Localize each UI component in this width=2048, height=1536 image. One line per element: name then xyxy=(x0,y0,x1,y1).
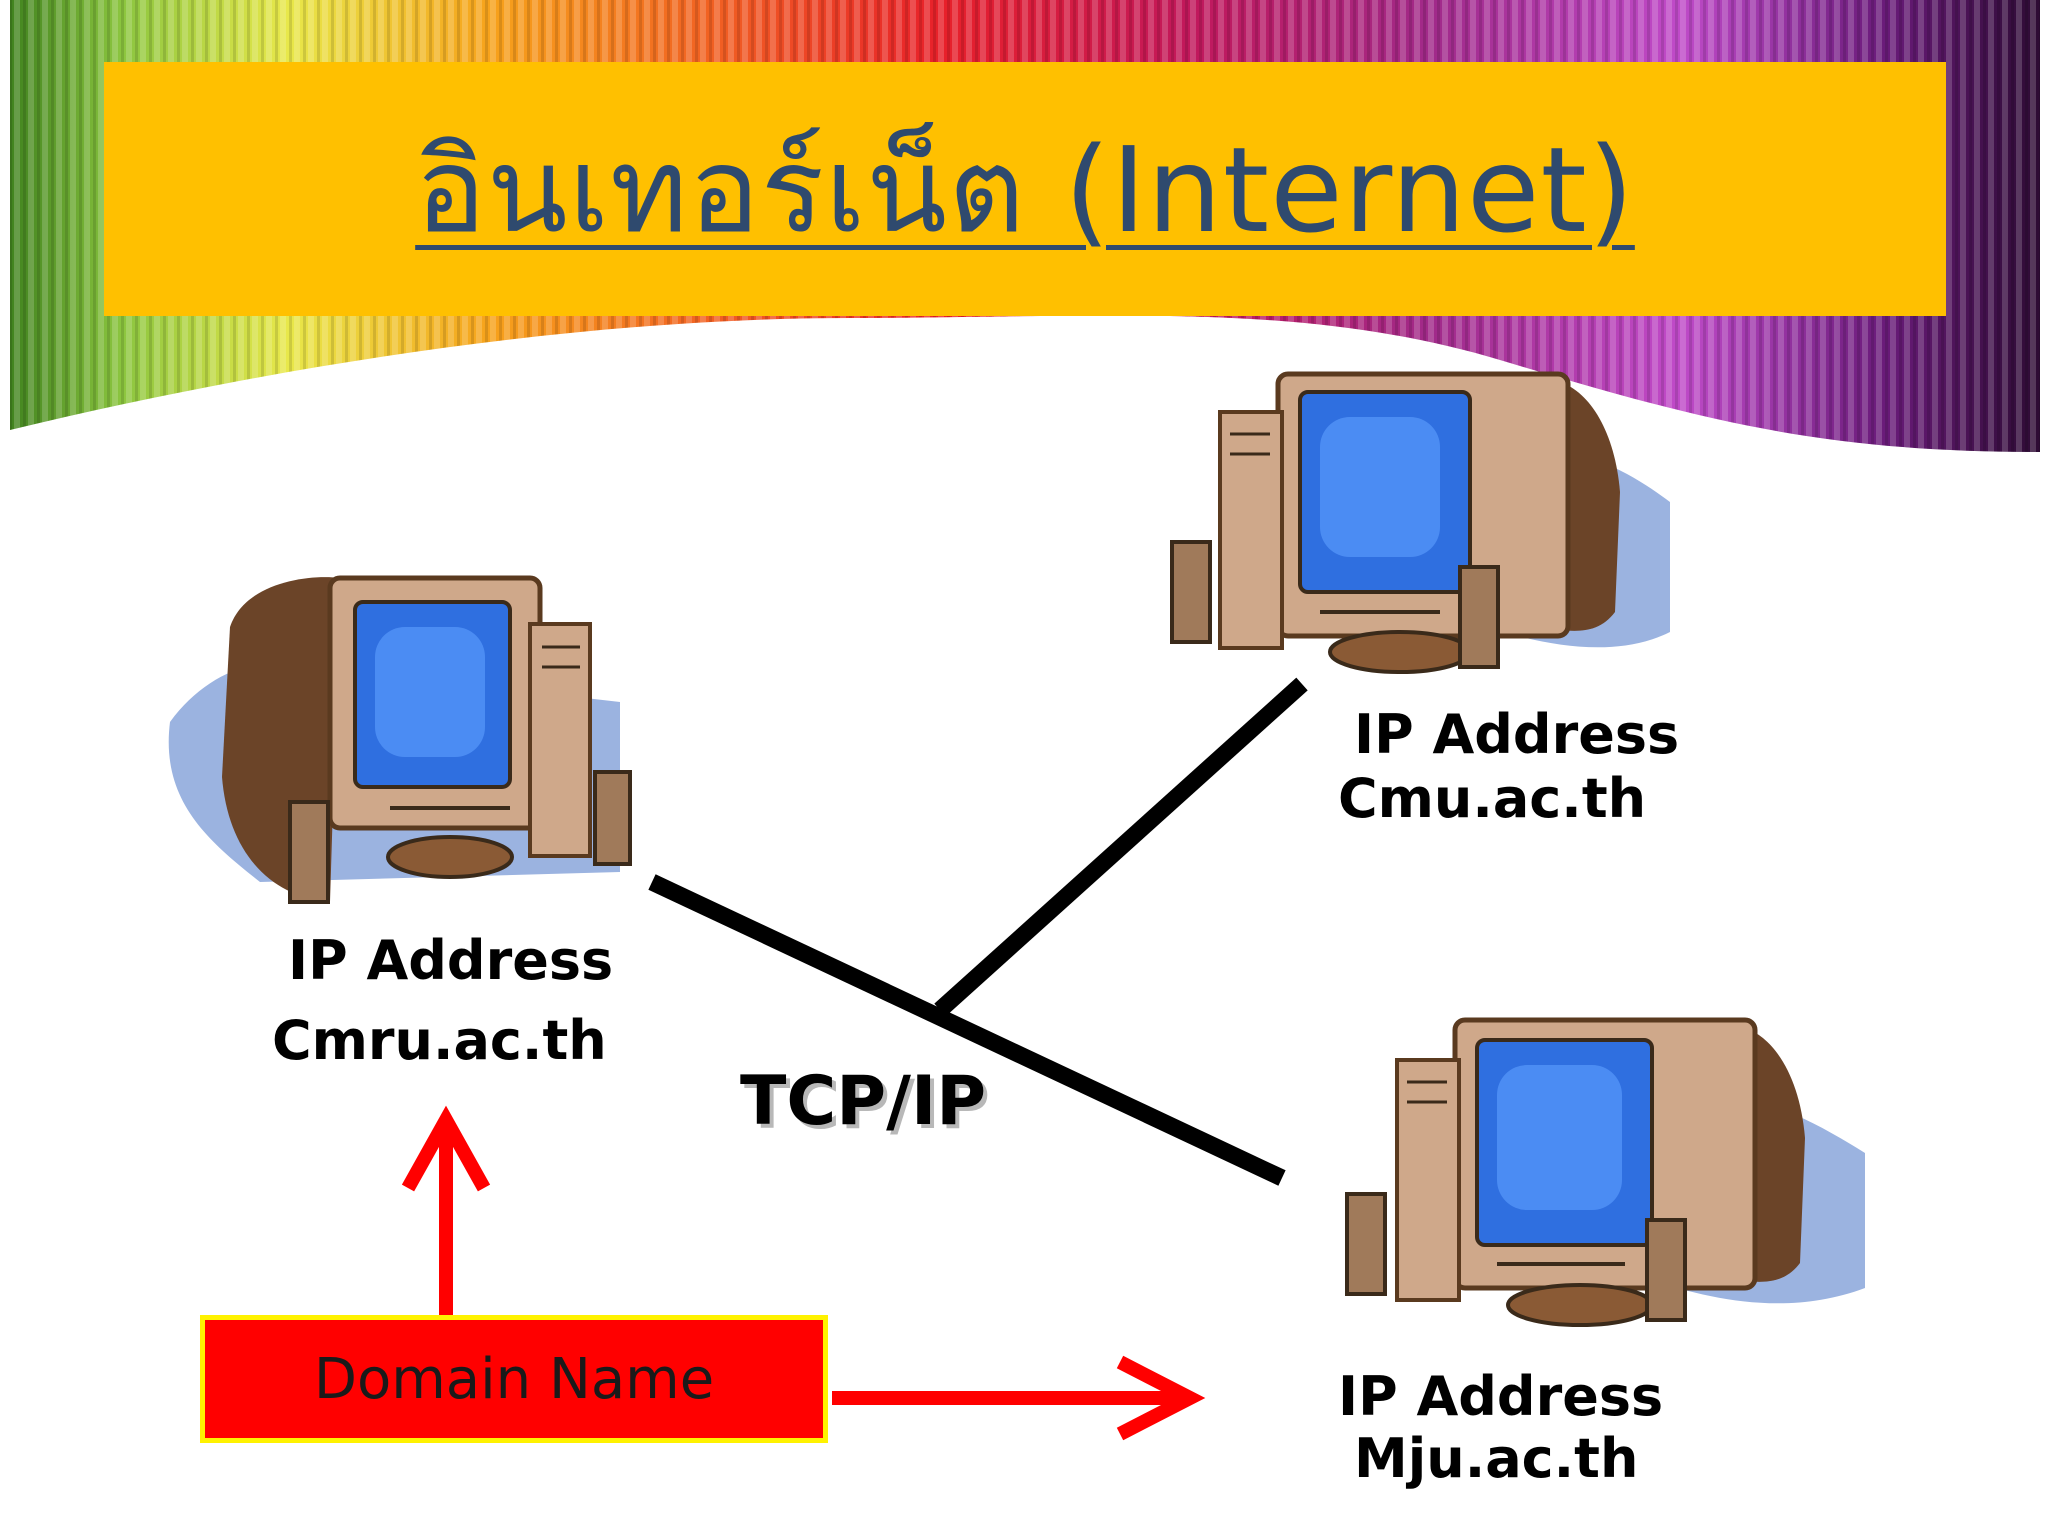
top-right-node-ip-label: IP Address xyxy=(1354,703,1680,766)
computer-icon xyxy=(168,575,632,904)
top-right-node-domain-label: Cmu.ac.th xyxy=(1338,767,1647,830)
computer-icon xyxy=(1345,1017,1865,1327)
protocol-label: TCP/IP xyxy=(740,1062,987,1141)
page-title: อินเทอร์เน็ต (Internet) xyxy=(415,121,1635,259)
computer-icon xyxy=(1170,371,1670,674)
bottom-right-node-ip-label: IP Address xyxy=(1338,1365,1664,1428)
network-line-junction-to-top-right xyxy=(934,677,1308,1017)
network-line-left-to-bottom-right xyxy=(648,874,1286,1186)
left-node-ip-label: IP Address xyxy=(288,929,614,992)
bottom-right-node-domain-label: Mju.ac.th xyxy=(1354,1427,1639,1490)
arrow-up-to-cmru xyxy=(401,1105,491,1318)
title-banner: อินเทอร์เน็ต (Internet) xyxy=(104,62,1946,316)
domain-name-box: Domain Name xyxy=(200,1315,828,1443)
domain-name-label: Domain Name xyxy=(313,1346,715,1412)
arrow-right-to-mju xyxy=(832,1355,1206,1441)
left-node-domain-label: Cmru.ac.th xyxy=(272,1009,607,1072)
